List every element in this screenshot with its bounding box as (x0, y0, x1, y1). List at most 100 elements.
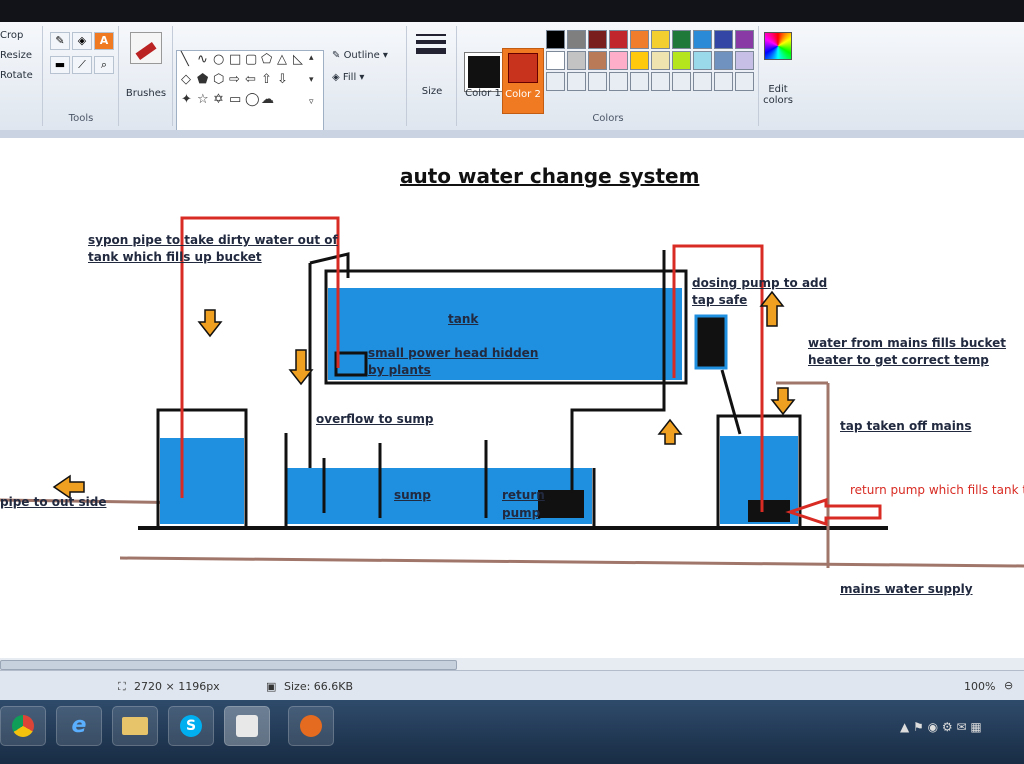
palette-swatch[interactable] (588, 30, 607, 49)
edit-colors-icon[interactable] (764, 32, 792, 60)
skype-icon[interactable]: S (168, 706, 214, 746)
screen-bezel (0, 0, 1024, 22)
six-point-star-shape-icon[interactable]: ✡ (213, 92, 224, 107)
brushes-button[interactable]: Brushes (125, 88, 167, 99)
palette-swatch[interactable] (546, 30, 565, 49)
palette-swatch[interactable] (588, 72, 607, 91)
palette-swatch[interactable] (651, 30, 670, 49)
fill-button[interactable]: ◈ Fill ▾ (332, 72, 365, 83)
palette-swatch[interactable] (609, 72, 628, 91)
palette-swatch[interactable] (630, 51, 649, 70)
palette-swatch[interactable] (630, 30, 649, 49)
palette-swatch[interactable] (567, 30, 586, 49)
sump-label: sump (394, 488, 431, 502)
zoom-out-icon[interactable]: ⊖ (1004, 679, 1014, 692)
paint-icon[interactable] (224, 706, 270, 746)
curve-shape-icon[interactable]: ∿ (197, 52, 208, 67)
pentagon-shape-icon[interactable]: ⬟ (197, 72, 209, 87)
triangle-shape-icon[interactable]: △ (277, 52, 287, 67)
palette-swatch[interactable] (714, 51, 733, 70)
palette-swatch[interactable] (672, 72, 691, 91)
arrow-left-shape-icon[interactable]: ⇦ (245, 72, 256, 87)
explorer-icon[interactable] (112, 706, 158, 746)
tap-label: tap taken off mains (840, 419, 972, 433)
sypon-label-line2: tank which fills up bucket (88, 250, 262, 264)
palette-swatch[interactable] (672, 51, 691, 70)
right-triangle-shape-icon[interactable]: ◺ (293, 52, 303, 67)
callout-oval-shape-icon[interactable]: ◯ (245, 92, 260, 107)
zoom-level: 100% (964, 680, 996, 693)
palette-swatch[interactable] (609, 30, 628, 49)
callout-rect-shape-icon[interactable]: ▭ (229, 92, 242, 107)
magnifier-icon[interactable]: ⌕ (94, 56, 114, 74)
right-bucket (716, 414, 802, 526)
color1-swatch[interactable] (464, 52, 504, 92)
mains-fill-label: water from mains fills bucket (808, 336, 1007, 350)
crop-button[interactable]: Crop (0, 30, 24, 41)
palette-swatch[interactable] (609, 51, 628, 70)
palette-swatch[interactable] (630, 72, 649, 91)
rotate-button[interactable]: Rotate (0, 70, 33, 81)
image-group: Crop Resize Rotate (0, 26, 43, 126)
horizontal-scrollbar[interactable] (0, 658, 1024, 670)
palette-swatch[interactable] (546, 72, 565, 91)
shapes-gallery[interactable]: ╲ ∿ ○ □ ▢ ⬠ △ ◺ ◇ ⬟ ⬡ ⇨ ⇦ ⇧ ⇩ ✦ ☆ ✡ ▭ ◯ … (176, 50, 324, 134)
oval-shape-icon[interactable]: ○ (213, 52, 225, 67)
gallery-scroll-down-icon[interactable]: ▾ (309, 75, 314, 85)
palette-swatch[interactable] (693, 51, 712, 70)
rounded-rect-shape-icon[interactable]: ▢ (245, 52, 258, 67)
file-size: Size: 66.6KB (284, 680, 354, 693)
tray-icons[interactable]: ▲ ⚑ ◉ ⚙ ✉ ▦ (900, 720, 982, 734)
dimensions-icon: ⛶ (118, 680, 126, 693)
palette-swatch[interactable] (693, 30, 712, 49)
diamond-shape-icon[interactable]: ◇ (181, 72, 191, 87)
palette-swatch[interactable] (735, 30, 754, 49)
palette-swatch[interactable] (546, 51, 565, 70)
disk-icon: ▣ (266, 680, 277, 693)
eraser-icon[interactable]: ▬ (50, 56, 70, 74)
arrow-right-shape-icon[interactable]: ⇨ (229, 72, 240, 87)
cloud-shape-icon[interactable]: ☁ (261, 92, 274, 107)
rectangle-shape-icon[interactable]: □ (229, 52, 242, 67)
ie-icon[interactable]: e (56, 706, 102, 746)
gallery-expand-icon[interactable]: ▿ (309, 97, 314, 107)
palette-swatch[interactable] (735, 72, 754, 91)
five-point-star-shape-icon[interactable]: ☆ (197, 92, 209, 107)
powerhead-label-line2: by plants (368, 363, 431, 377)
color2-button[interactable]: Color 2 (502, 48, 544, 114)
palette-swatch[interactable] (567, 72, 586, 91)
chrome-icon[interactable] (0, 706, 46, 746)
pencil-icon[interactable]: ✎ (50, 32, 70, 50)
hexagon-shape-icon[interactable]: ⬡ (213, 72, 225, 87)
sump-return-pump (538, 490, 584, 518)
palette-swatch[interactable] (714, 30, 733, 49)
polygon-shape-icon[interactable]: ⬠ (261, 52, 273, 67)
resize-button[interactable]: Resize (0, 50, 33, 61)
palette-swatch[interactable] (651, 72, 670, 91)
four-point-star-shape-icon[interactable]: ✦ (181, 92, 192, 107)
scrollbar-thumb[interactable] (0, 660, 457, 670)
office-icon[interactable] (288, 706, 334, 746)
text-tool-icon[interactable]: A (94, 32, 114, 50)
size-button[interactable]: Size (421, 86, 443, 97)
palette-swatch[interactable] (567, 51, 586, 70)
palette-swatch[interactable] (672, 30, 691, 49)
fill-bucket-icon[interactable]: ◈ (72, 32, 92, 50)
brush-icon[interactable] (130, 32, 162, 64)
edit-colors-button[interactable]: Edit colors (763, 84, 793, 106)
drawing-canvas[interactable]: auto water change system sypon pipe to t… (0, 138, 1024, 658)
return-pump-label-line2: pump (502, 506, 541, 520)
return-fill-pipe (672, 244, 764, 512)
gallery-scroll-up-icon[interactable]: ▴ (309, 53, 314, 63)
line-shape-icon[interactable]: ╲ (181, 52, 189, 67)
arrow-down-shape-icon[interactable]: ⇩ (277, 72, 288, 87)
palette-swatch[interactable] (735, 51, 754, 70)
arrow-up-shape-icon[interactable]: ⇧ (261, 72, 272, 87)
palette-swatch[interactable] (651, 51, 670, 70)
palette-swatch[interactable] (588, 51, 607, 70)
outline-button[interactable]: ✎ Outline ▾ (332, 50, 388, 61)
palette-swatch[interactable] (693, 72, 712, 91)
edit-colors-group: Edit colors (760, 26, 800, 126)
color-picker-icon[interactable]: ⟋ (72, 56, 92, 74)
palette-swatch[interactable] (714, 72, 733, 91)
